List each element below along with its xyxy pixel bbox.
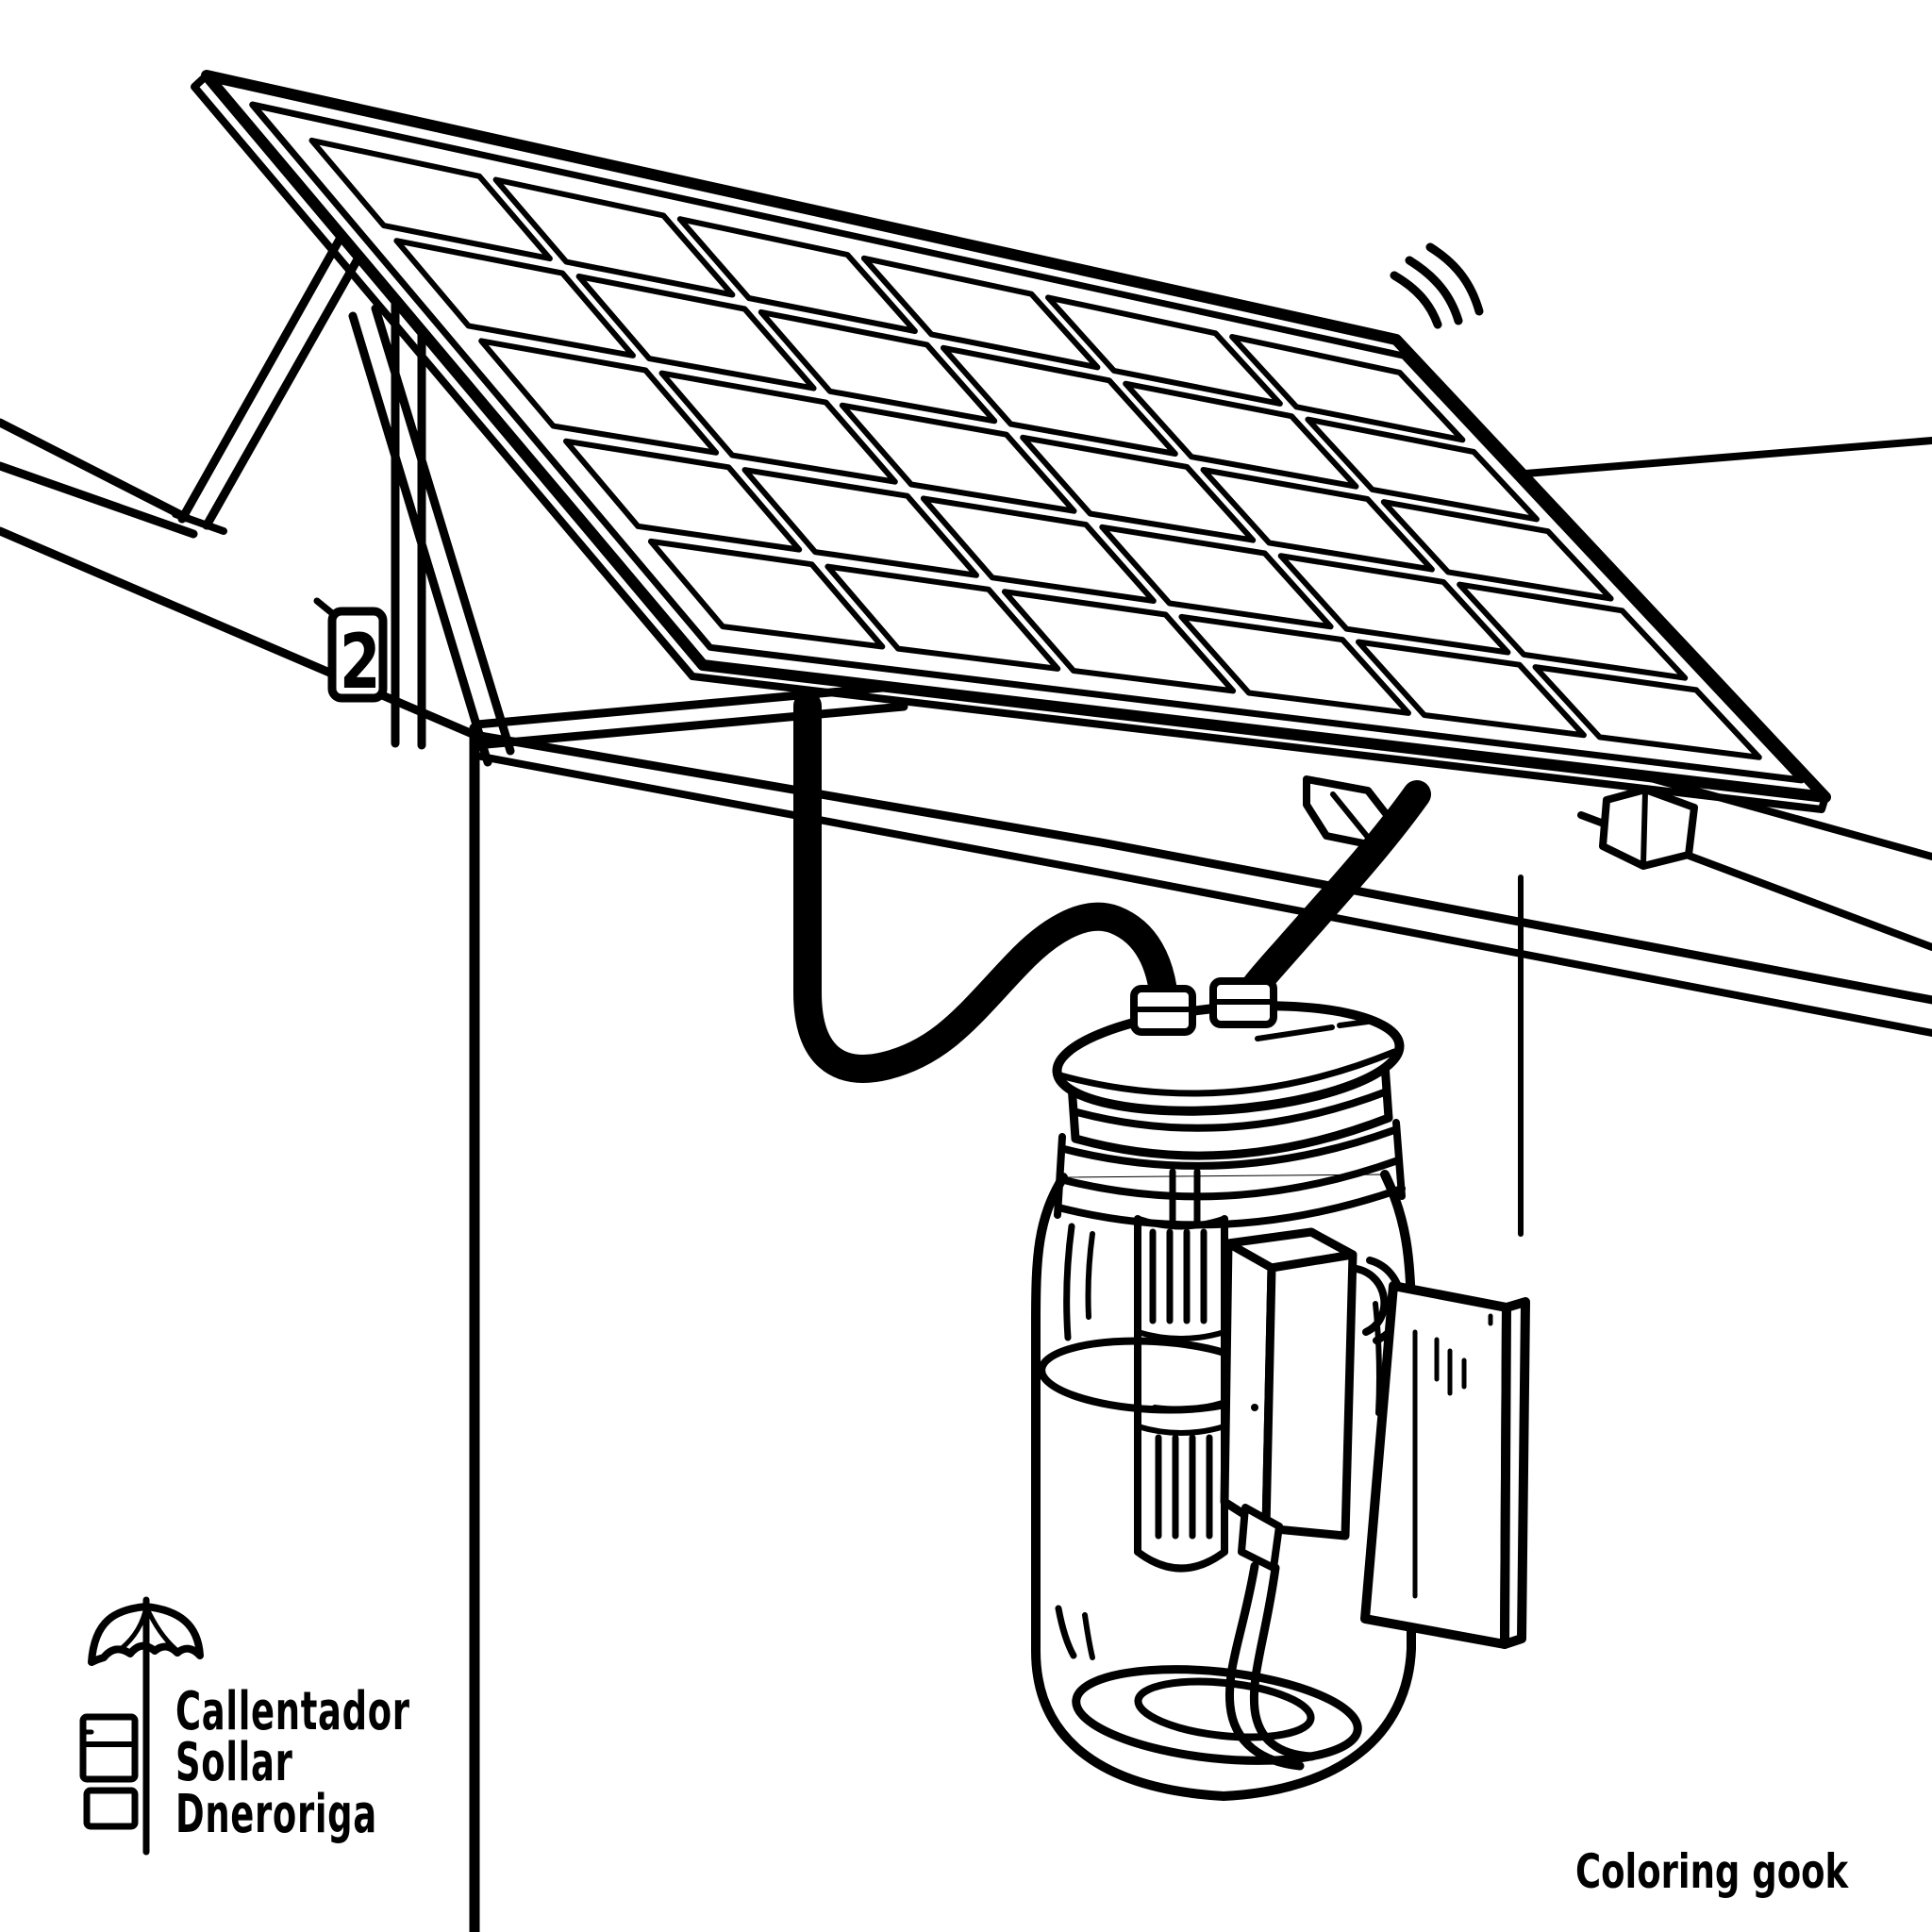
- lid-skirt-bottom: [1071, 1113, 1393, 1160]
- panel-inner-border: [249, 101, 1805, 784]
- solar-cell: [1356, 639, 1587, 739]
- outlet-frame: [327, 607, 388, 703]
- brand-line-3: Dneroriga: [175, 1784, 377, 1845]
- solar-cell: [1123, 380, 1359, 490]
- solar-panel: [191, 70, 1831, 870]
- roof-front-edge-upper: [470, 730, 1932, 1005]
- solar-cell: [1277, 553, 1511, 656]
- mason-jar: [1031, 977, 1416, 1801]
- strut-foot: [172, 510, 227, 535]
- outlet-pointer: [313, 597, 336, 617]
- strut-left-b: [202, 233, 375, 530]
- lid-highlight: [1255, 1024, 1335, 1041]
- solar-cell: [563, 438, 803, 553]
- roof-edge-left-1: [0, 418, 192, 523]
- roof-edge-right-top: [1510, 437, 1932, 478]
- solar-cell: [1020, 434, 1257, 543]
- solar-cell: [1099, 524, 1334, 630]
- lid-rim: [1057, 1048, 1398, 1097]
- solar-cell: [1457, 581, 1689, 681]
- solar-cell: [824, 563, 1061, 672]
- solar-cell: [941, 344, 1178, 457]
- roof-lines: [0, 418, 1932, 1037]
- solar-cell: [647, 538, 886, 650]
- brand-line-2: Sollar: [175, 1732, 292, 1793]
- solar-cell: [741, 467, 979, 578]
- roof-edge-left-3: [0, 526, 479, 740]
- solar-cell: [920, 495, 1157, 604]
- power-cable: [1224, 1561, 1316, 1771]
- caption-text: Coloring gook: [1575, 1845, 1850, 1900]
- solar-cell: [393, 238, 636, 358]
- plate-side-face: [1500, 1297, 1530, 1649]
- solar-cell: [1229, 334, 1466, 443]
- lid-fitting-left: [1130, 985, 1196, 1036]
- lid-highlight: [1337, 1019, 1371, 1028]
- controller-led-dot: [1251, 1404, 1258, 1411]
- solar-cell: [1305, 416, 1540, 523]
- jar-neck-threads: [1054, 1119, 1406, 1229]
- heater-bottom: [1134, 1548, 1228, 1573]
- cabinet-icon: [79, 1713, 139, 1830]
- mount-bracket-right: [1599, 786, 1698, 870]
- panel-grid: [249, 101, 1805, 784]
- heater-joint-upper: [1135, 1329, 1227, 1341]
- controller-box: [1220, 1227, 1357, 1572]
- solar-cell: [575, 274, 817, 391]
- plate-texture: [1412, 1313, 1493, 1599]
- jar-base-outer: [1072, 1665, 1362, 1765]
- mounting-plate: [1360, 1281, 1530, 1649]
- solar-cell: [308, 137, 553, 262]
- solar-cell: [758, 308, 998, 425]
- outlet-number: 2: [340, 617, 380, 706]
- solar-cell: [1001, 589, 1237, 694]
- solar-cell: [1045, 294, 1283, 407]
- roof-front-edge-lower: [473, 752, 1932, 1037]
- solar-cell: [492, 176, 736, 298]
- solar-cell: [860, 255, 1101, 371]
- solar-cell: [478, 338, 720, 456]
- support-frame: [172, 225, 908, 1932]
- strut-right-b: [371, 304, 515, 756]
- umbrella-icon: [88, 1596, 204, 1856]
- solar-cell: [839, 402, 1077, 514]
- solar-cell: [658, 370, 898, 485]
- heater-joint-lower: [1135, 1424, 1227, 1436]
- brand-logo: [79, 1596, 204, 1856]
- strut-left-a: [177, 225, 350, 524]
- tube-from-rail: [793, 691, 1178, 1083]
- sun-glint-lines-icon: [1390, 242, 1484, 329]
- glass-highlights: [1055, 1223, 1382, 1660]
- panel-face: [201, 70, 1831, 803]
- brand-line-1: Callentador: [175, 1681, 410, 1742]
- rail-bottom: [472, 702, 908, 750]
- solar-cell: [1532, 664, 1762, 760]
- solar-cell: [676, 216, 918, 334]
- lid-band: [1070, 1088, 1391, 1132]
- strut-right-a: [348, 311, 492, 767]
- solar-cell: [1200, 467, 1435, 573]
- glint-line-1: [1425, 242, 1484, 316]
- outlet-box: 2: [313, 597, 388, 706]
- solar-cell: [1380, 499, 1614, 602]
- lid-fitting-right: [1209, 977, 1277, 1028]
- controller-front-face: [1261, 1250, 1357, 1541]
- glint-line-3: [1390, 271, 1442, 329]
- solar-cell: [1178, 613, 1411, 716]
- roof-edge-left-2: [0, 461, 198, 539]
- glint-line-2: [1405, 256, 1463, 325]
